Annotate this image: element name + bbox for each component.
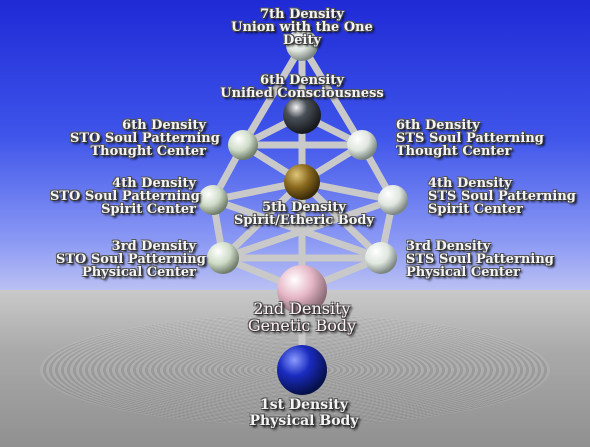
sphere-1st-density [277,345,327,395]
sphere-sts-3rd [365,242,397,274]
sphere-sto-4th [198,185,228,215]
sphere-sts-6th [347,130,377,160]
sphere-sto-3rd [207,242,239,274]
sphere-5th-density [284,164,320,200]
sphere-sts-4th [378,185,408,215]
sphere-sto-6th [228,130,258,160]
sphere-6th-density [283,96,321,134]
